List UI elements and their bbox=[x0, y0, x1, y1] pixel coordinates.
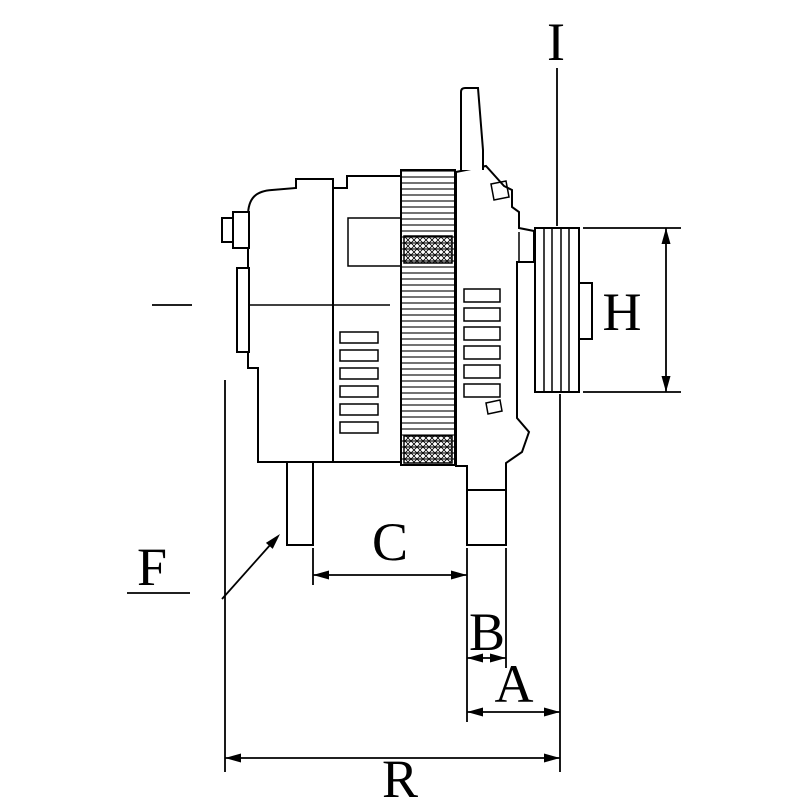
stator-fins bbox=[400, 169, 456, 466]
arrowhead-left bbox=[225, 753, 241, 763]
vent-slot bbox=[463, 364, 501, 379]
dimension-I: I bbox=[547, 12, 565, 226]
dimension-B: B bbox=[466, 548, 507, 722]
terminal-stub bbox=[221, 217, 234, 243]
vent-slot bbox=[339, 349, 379, 362]
dimension-C: C bbox=[312, 512, 467, 585]
vent-slot bbox=[339, 367, 379, 380]
arrowhead-left bbox=[467, 707, 483, 717]
front-vent-slots bbox=[463, 288, 501, 398]
vent-slot bbox=[339, 385, 379, 398]
shaft-hub bbox=[578, 282, 593, 340]
alternator-drawing bbox=[152, 87, 593, 546]
vent-slot bbox=[339, 331, 379, 344]
vent-slot bbox=[463, 307, 501, 322]
dimension-label-A: A bbox=[495, 654, 534, 714]
dimension-label-H: H bbox=[603, 282, 642, 342]
leader-line bbox=[221, 543, 272, 600]
dimension-label-I: I bbox=[547, 12, 565, 72]
rear-cover-plate bbox=[236, 267, 250, 353]
arrowhead-right bbox=[451, 570, 467, 580]
arrowhead-left bbox=[313, 570, 329, 580]
middle-housing bbox=[332, 175, 402, 463]
vent-slot bbox=[463, 345, 501, 360]
arrowhead-up bbox=[661, 228, 671, 244]
dimension-H: H bbox=[583, 227, 681, 393]
dimension-R: R bbox=[224, 380, 560, 800]
dimension-label-F: F bbox=[137, 537, 167, 597]
terminal-block bbox=[232, 211, 250, 249]
dimension-A: A bbox=[467, 394, 561, 772]
dimension-F: F bbox=[127, 534, 280, 600]
vent-slot bbox=[463, 383, 501, 398]
stator-band-bottom bbox=[403, 435, 453, 464]
front-bottom-nut bbox=[485, 399, 503, 415]
rear-housing bbox=[247, 178, 334, 463]
vent-slot bbox=[339, 421, 379, 434]
vent-slot bbox=[463, 326, 501, 341]
left-foot bbox=[286, 461, 314, 546]
dimension-label-B: B bbox=[469, 602, 505, 662]
arrowhead-left bbox=[467, 653, 483, 663]
dimension-label-R: R bbox=[382, 749, 418, 800]
pulley-body bbox=[534, 227, 580, 393]
vent-slot bbox=[463, 288, 501, 303]
top-mounting-lug bbox=[460, 87, 484, 170]
arrowhead-right bbox=[544, 707, 560, 717]
front-top-slot bbox=[490, 180, 510, 201]
dimensions: I H F C bbox=[127, 12, 681, 800]
arrowhead-right bbox=[544, 753, 560, 763]
stator-band-top bbox=[403, 235, 453, 264]
dimension-label-C: C bbox=[372, 512, 408, 572]
arrowhead-down bbox=[661, 376, 671, 392]
pulley bbox=[534, 227, 593, 393]
rear-vent-slots bbox=[339, 331, 379, 434]
right-foot bbox=[466, 489, 507, 546]
arrowhead bbox=[265, 534, 280, 549]
arrowhead-right bbox=[490, 653, 506, 663]
vent-slot bbox=[339, 403, 379, 416]
